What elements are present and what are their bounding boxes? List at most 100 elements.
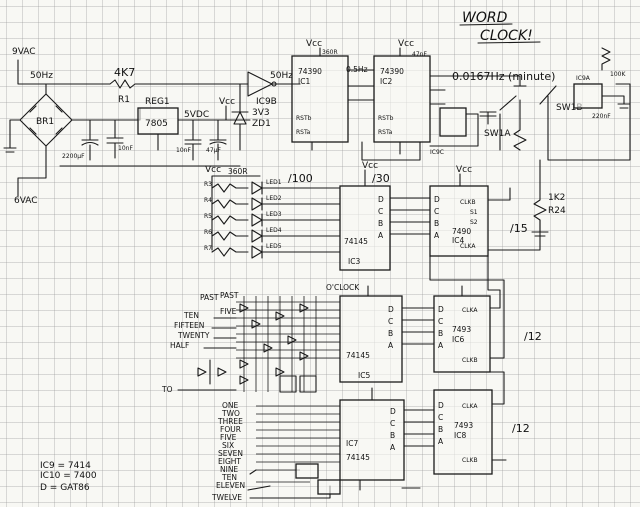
label-50hz-clock: 50Hz [270,71,293,81]
label-ic6: IC6 [452,335,464,344]
label-50hz-input: 50Hz [30,71,53,81]
label-ic9a: IC9A [576,75,591,82]
label-sw1a: SW1A [484,129,511,139]
word-hour-eleven: ELEVEN [216,481,245,490]
label-div15: /15 [510,222,528,235]
hour-word-lines: ONE TWO THREE FOUR FIVE SIX SEVEN EIGHT … [211,401,341,502]
label-ic2-chip: 74390 [380,67,404,76]
led-r5-row: R5 LED3 [204,211,341,227]
label-c3: 10nF [176,147,191,154]
label-5vdc: 5VDC [184,110,209,120]
ic7-74145 [339,399,405,481]
label-r3: R3 [204,181,212,188]
rail-dc [71,107,141,121]
label-r7: R7 [204,245,212,252]
switch-sw1a [499,95,517,151]
ic7-ic8-block: D C B A IC7 74145 D C B A CLKA CLKB 7493… [339,371,530,491]
label-led5: LED5 [266,243,282,250]
led-3 [251,213,341,227]
regulator-7805 [137,107,179,135]
label-ic1-rstb: RSTb [296,115,312,122]
ic6-pin-c: C [438,317,443,326]
ic9a-wires [601,47,631,109]
label-div12b: /12 [512,422,530,435]
ic5-ic6-vcc [367,285,463,297]
ic4-pin-clkb: CLKB [460,199,476,206]
label-c5: 47nF [412,51,427,58]
label-minute-hz: 0.0167Hz (minute) [452,70,555,83]
gnd-bridge [3,119,21,153]
ic3-pin-d: D [378,195,384,204]
ic4-pin-d: D [434,195,440,204]
divider-chain: 74390 IC1 RSTb RSTa Vcc 360R 74390 IC2 R… [291,39,631,161]
ic2-74390 [373,55,431,143]
word-hour-four: FOUR [220,425,241,434]
ic9c-wires [429,113,479,147]
label-div30: /30 [372,172,390,185]
title-clock: CLOCK! [480,28,533,44]
reg-wires [157,119,251,151]
label-vcc-power: Vcc [219,97,235,107]
label-3v3: 3V3 [252,108,270,118]
label-sw1b: SW1B [556,103,583,113]
ic8-pin-b: B [438,425,443,434]
ac-line-top [17,59,111,85]
divider-wires [291,69,521,105]
ic7-pin-c: C [390,419,395,428]
ic7-pin-b: B [390,431,395,440]
word-fifteen: FIFTEEN [174,321,204,330]
minute-gates [279,375,317,393]
label-ic2-rstb: RSTb [378,115,394,122]
label-ic8-chip: 7493 [454,421,473,430]
label-6vac: 6VAC [14,196,38,206]
resistor-r6 [211,231,249,241]
minute-word-leads [177,317,237,391]
label-ic7-chip: 74145 [346,453,370,462]
ic6-pin-clka: CLKA [462,307,478,314]
bridge-diodes [29,105,63,135]
label-vcc-ic2: Vcc [398,39,414,49]
ic6-7493 [433,295,491,373]
label-ic6-chip: 7493 [452,325,471,334]
ic5-pin-d: D [388,305,394,314]
led-r7-row: R7 LED5 [204,243,341,259]
ic6-pin-clkb: CLKB [462,357,478,364]
label-ic8: IC8 [454,431,466,440]
word-ten-minute: TEN [183,311,199,320]
ic3-ic4-bus [389,197,431,235]
label-led2: LED2 [266,195,282,202]
notes: IC9 = 7414 IC10 = 7400 D = GAT86 [40,461,97,493]
resistor-r4 [211,199,249,209]
hour-gate-2 [317,479,341,495]
word-hour-six: SIX [222,441,234,450]
label-r4: R4 [204,197,212,204]
led-2 [251,197,341,211]
ic7-ic8-bus [403,409,435,447]
label-c6: 220nF [592,113,611,120]
ic6-wires [429,255,505,359]
title-underline [459,23,541,44]
ic4-7490 [429,185,489,257]
label-vcc-ic3: Vcc [362,161,378,171]
cap-c5 [479,111,497,125]
hour-bus [256,405,340,483]
divider-resistors [513,75,527,151]
note-ic9: IC9 = 7414 [40,461,91,471]
ic4-pin-c: C [434,207,439,216]
ic5-74145 [339,295,403,383]
label-ic3: IC3 [348,257,360,266]
label-ic4-chip: 7490 [452,227,471,236]
ic5-ic6-block: D C B A 74145 IC5 O'CLOCK D C B A CLKA C… [326,255,542,383]
resistor-r24 [533,159,547,221]
led-4 [251,229,341,243]
label-r360-divider: 360R [322,49,338,56]
cap-c2 [106,119,124,159]
seconds-leds: Vcc 360R /100 /30 R3 LED1 R4 LED2 R5 LED… [204,165,390,259]
note-ic10: IC10 = 7400 [40,471,97,481]
label-ic5: IC5 [358,371,370,380]
ic4-pin-s1: S1 [470,209,478,216]
label-div12a: /12 [524,330,542,343]
minute-feedback [547,83,631,161]
word-hour-ten: TEN [221,473,237,482]
label-led4: LED4 [266,227,282,234]
